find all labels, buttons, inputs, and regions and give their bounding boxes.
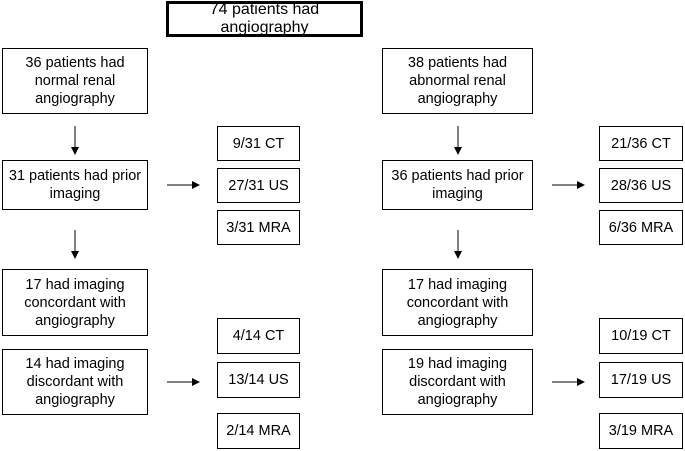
left-group-box: 36 patients had normal renal angiography (2, 48, 148, 114)
right-prior-ct-box: 21/36 CT (599, 126, 683, 161)
right-discordant-us-box: 17/19 US (599, 362, 683, 398)
top-box: 74 patients had angiography (166, 1, 363, 37)
left-prior-mra-box: 3/31 MRA (217, 210, 300, 245)
right-down-arrow-1 (454, 126, 462, 155)
top-box-text: 74 patients had angiography (209, 1, 320, 36)
right-prior-us-text: 28/36 US (610, 177, 672, 194)
right-concordant-box: 17 had imaging concordant with angiograp… (382, 269, 533, 336)
right-group-text: 38 patients had abnormal renal angiograp… (407, 55, 508, 107)
left-discordant-box: 14 had imaging discordant with angiograp… (2, 349, 148, 415)
right-prior-mra-box: 6/36 MRA (599, 210, 683, 245)
right-discordant-mra-text: 3/19 MRA (608, 423, 674, 439)
right-prior-box: 36 patients had prior imaging (382, 160, 533, 210)
right-discordant-text: 19 had imaging discordant with angiograp… (407, 356, 508, 408)
left-prior-mra-text: 3/31 MRA (226, 219, 291, 236)
right-discordant-mra-box: 3/19 MRA (599, 413, 683, 449)
left-right-arrow-1 (167, 181, 200, 189)
left-discordant-us-text: 13/14 US (228, 372, 289, 388)
right-discordant-ct-box: 10/19 CT (599, 318, 683, 354)
right-right-arrow-2 (552, 378, 585, 386)
right-prior-mra-text: 6/36 MRA (608, 219, 674, 236)
right-down-arrow-2 (454, 230, 462, 259)
right-right-arrow-1 (552, 181, 585, 189)
left-prior-text: 31 patients had prior imaging (8, 168, 142, 202)
right-concordant-text: 17 had imaging concordant with angiograp… (406, 276, 509, 329)
right-prior-us-box: 28/36 US (599, 168, 683, 203)
left-concordant-text: 17 had imaging concordant with angiograp… (24, 276, 126, 329)
right-discordant-ct-text: 10/19 CT (611, 328, 671, 344)
left-right-arrow-2 (167, 378, 200, 386)
right-prior-ct-text: 21/36 CT (611, 135, 671, 152)
left-prior-box: 31 patients had prior imaging (2, 160, 148, 210)
left-discordant-ct-box: 4/14 CT (217, 318, 300, 354)
left-down-arrow-2 (71, 230, 79, 259)
left-prior-ct-box: 9/31 CT (217, 126, 300, 161)
left-discordant-mra-text: 2/14 MRA (226, 423, 291, 439)
left-discordant-mra-box: 2/14 MRA (217, 413, 300, 449)
left-concordant-box: 17 had imaging concordant with angiograp… (2, 269, 148, 336)
right-prior-text: 36 patients had prior imaging (391, 168, 524, 202)
left-discordant-ct-text: 4/14 CT (232, 328, 285, 344)
left-prior-us-box: 27/31 US (217, 168, 300, 203)
left-prior-us-text: 27/31 US (228, 177, 289, 194)
left-down-arrow-1 (71, 126, 79, 155)
right-discordant-us-text: 17/19 US (610, 372, 672, 388)
left-group-text: 36 patients had normal renal angiography (25, 55, 125, 107)
right-discordant-box: 19 had imaging discordant with angiograp… (382, 349, 533, 415)
right-group-box: 38 patients had abnormal renal angiograp… (382, 48, 533, 114)
left-discordant-us-box: 13/14 US (217, 362, 300, 398)
left-prior-ct-text: 9/31 CT (232, 135, 285, 152)
left-discordant-text: 14 had imaging discordant with angiograp… (25, 356, 125, 408)
